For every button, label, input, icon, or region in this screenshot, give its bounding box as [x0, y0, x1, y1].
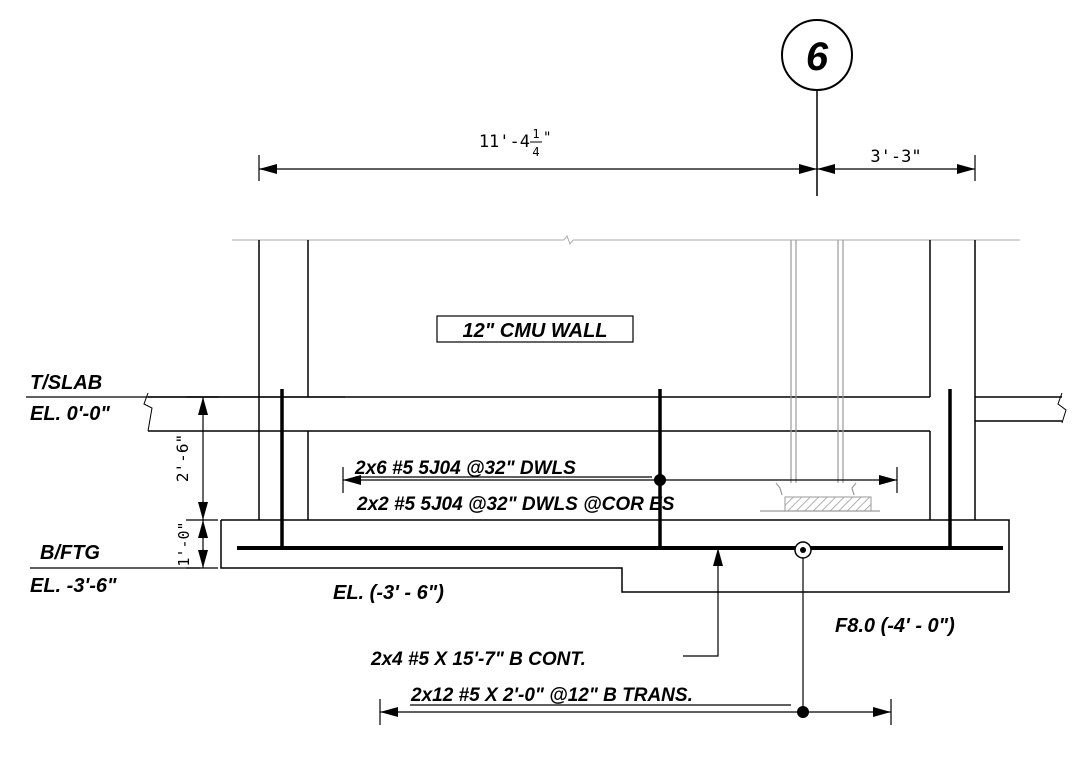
grid-number: 6	[806, 35, 829, 79]
footing-outline	[220, 519, 1010, 593]
dim-left-frac-num: 1	[532, 127, 539, 141]
rebar	[237, 389, 1003, 550]
label-dowels1: 2x6 #5 5J04 @32" DWLS	[354, 458, 576, 479]
slab-break-left	[143, 392, 153, 432]
label-el-slab: EL. 0'-0"	[30, 403, 110, 425]
left-vertical-dimension	[186, 396, 218, 569]
base-plate	[784, 496, 872, 512]
top-dimension: 11'-4 1 4 " 3'-3"	[258, 127, 976, 181]
dim-ftg-thickness: 1'-0"	[175, 521, 193, 566]
hidden-column	[775, 240, 857, 496]
label-el-mid: EL. (-3' - 6")	[333, 582, 444, 604]
label-f8: F8.0 (-4' - 0")	[835, 615, 955, 637]
slab-break-right	[1057, 392, 1067, 424]
label-cont: 2x4 #5 X 15'-7" B CONT.	[370, 649, 586, 670]
grid-bubble: 6	[781, 19, 853, 91]
dim-left-frac-den: 4	[532, 145, 539, 159]
dim-left-text: 11'-4	[479, 132, 530, 152]
dim-left-inch: "	[543, 130, 551, 146]
label-trans: 2x12 #5 X 2'-0" @12" B TRANS.	[410, 685, 693, 706]
elevation-bftg: B/FTG EL. -3'-6"	[30, 542, 200, 597]
wall-label-box	[436, 315, 634, 343]
elevation-tslab: T/SLAB EL. 0'-0"	[26, 372, 345, 425]
label-bftg: B/FTG	[40, 542, 100, 564]
dim-right-text: 3'-3"	[870, 147, 921, 167]
cont-leader	[683, 548, 723, 657]
dim-slab-to-ftg: 2'-6"	[173, 434, 192, 482]
label-el-ftg: EL. -3'-6"	[30, 575, 117, 597]
label-dowels2: 2x2 #5 5J04 @32" DWLS @COR ES	[356, 494, 675, 515]
label-wall: 12" CMU WALL	[462, 320, 607, 342]
top-break-line	[232, 234, 1020, 246]
trans-arrow	[379, 558, 892, 725]
label-tslab: T/SLAB	[30, 372, 102, 394]
wall-outlines	[148, 240, 1062, 520]
